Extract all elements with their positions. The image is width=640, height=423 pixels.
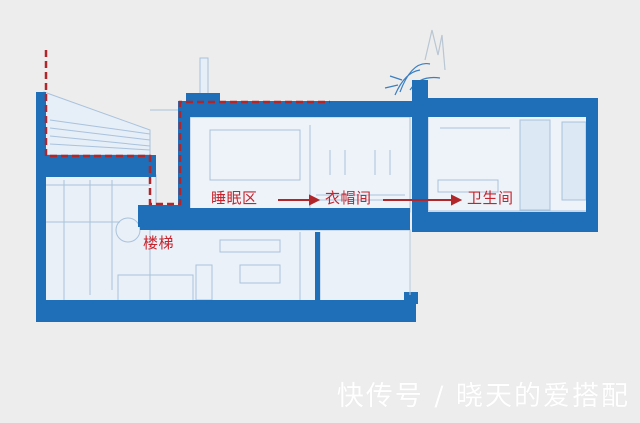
- structure: [36, 80, 598, 322]
- upper-interior-details: [209, 125, 405, 210]
- circulation-path: [44, 50, 330, 206]
- flow-arrows: [278, 194, 463, 206]
- watermark: 快传号 / 晓天的爱搭配: [336, 381, 630, 412]
- label-cloakroom: 衣帽间: [325, 189, 372, 207]
- bathroom-fixtures: [437, 119, 587, 211]
- window-grid: [44, 180, 150, 300]
- roof-plant: [384, 29, 446, 96]
- label-sleeping-area: 睡眠区: [211, 189, 258, 207]
- label-stairs: 楼梯: [143, 234, 175, 252]
- label-bathroom: 卫生间: [467, 189, 514, 207]
